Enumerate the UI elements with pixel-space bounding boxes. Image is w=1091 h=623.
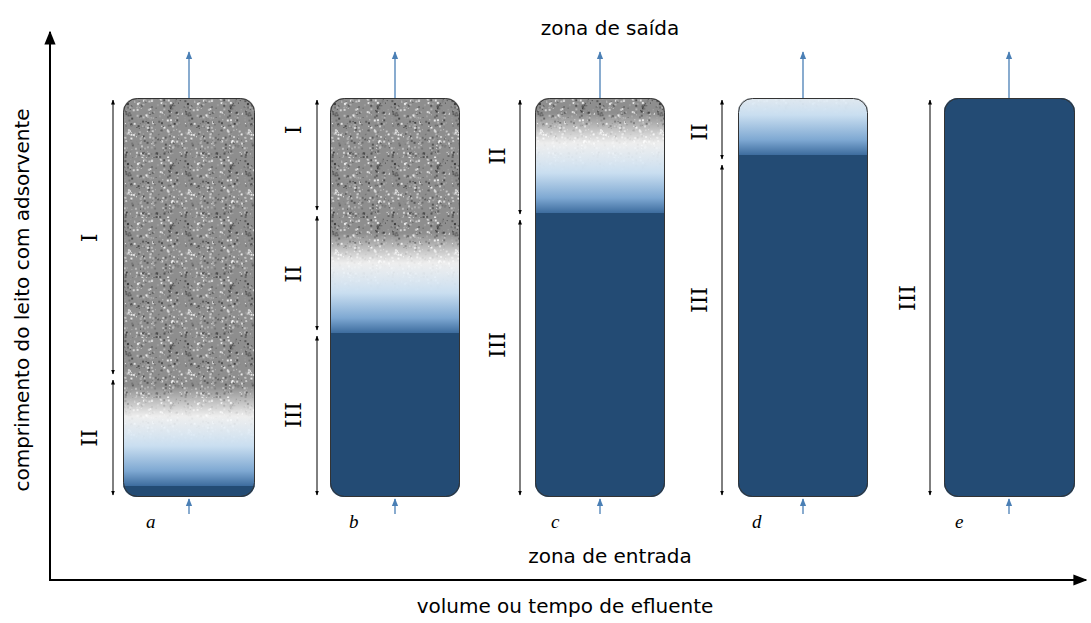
axis-title: volume ou tempo de efluente — [417, 596, 714, 616]
zone-label: zona de saída — [541, 18, 680, 38]
column-fill — [738, 98, 868, 497]
zone-number: II — [689, 123, 711, 140]
zone-number: III — [689, 287, 711, 313]
zone-number: III — [487, 332, 509, 358]
column-fill — [123, 98, 255, 497]
adsorbent-column: b — [330, 98, 460, 497]
zone-label: zona de entrada — [528, 546, 692, 566]
column-fill — [535, 98, 665, 497]
adsorbent-column: c — [535, 98, 665, 497]
zone-number: I — [79, 234, 101, 243]
column-letter: c — [551, 512, 559, 531]
column-fill — [330, 98, 460, 497]
column-letter: a — [146, 512, 156, 531]
zone-number: II — [487, 147, 509, 164]
zone-number: I — [283, 126, 305, 135]
flow-arrows — [189, 52, 1009, 514]
x-axis — [49, 579, 1086, 581]
axis-title: comprimento do leito com adsorvente — [12, 108, 32, 491]
column-letter: e — [955, 512, 963, 531]
zone-number: II — [79, 429, 101, 446]
column-letter: d — [752, 512, 762, 531]
column-letter: b — [349, 512, 359, 531]
adsorbent-column: e — [944, 98, 1075, 497]
y-axis — [49, 32, 51, 580]
zone-number: II — [283, 265, 305, 282]
column-fill — [944, 98, 1075, 497]
adsorbent-column: d — [738, 98, 868, 497]
adsorbent-column: a — [123, 98, 255, 497]
zone-number: III — [283, 402, 305, 428]
zone-number: III — [897, 285, 919, 311]
